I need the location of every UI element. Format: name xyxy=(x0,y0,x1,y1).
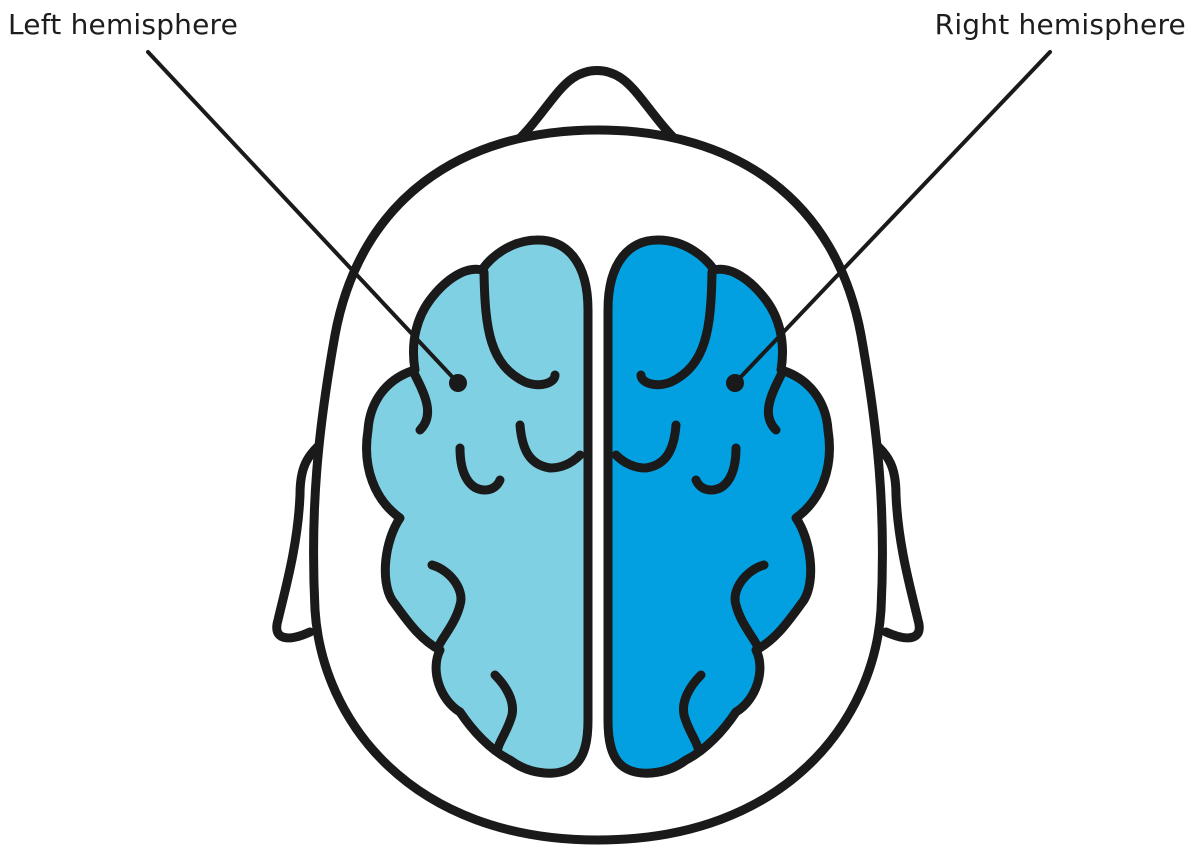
right-leader-dot xyxy=(726,374,744,392)
left-leader-dot xyxy=(449,374,467,392)
